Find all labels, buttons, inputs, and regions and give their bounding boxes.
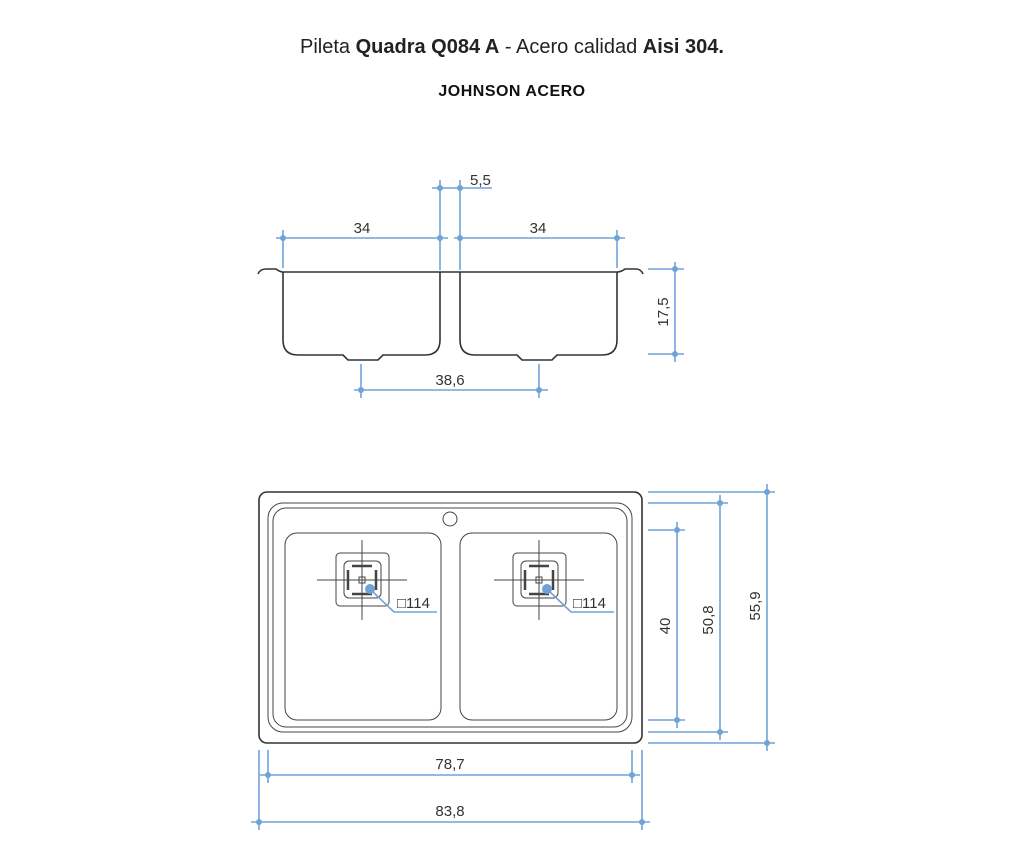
sink-rim-inner [272,507,628,728]
dim-divider-width: 5,5 [432,172,492,270]
right-drain [494,540,614,620]
title-prefix: Pileta [300,36,356,58]
dim-inner-length: 50,8 [648,495,728,740]
svg-text:50,8: 50,8 [700,605,717,634]
dim-right-bowl-width: 34 [454,220,625,268]
left-bowl-profile [282,272,441,361]
page-title: Pileta Quadra Q084 A - Acero calidad Ais… [0,36,1024,59]
dim-bowl-length: 40 [648,522,685,728]
dim-left-bowl-width: 34 [276,220,448,268]
svg-text:40: 40 [657,618,674,635]
top-view: □114 □114 40 50,8 [251,484,775,830]
sink-outer-edge [258,491,643,744]
left-drain [317,540,437,620]
dim-drain-spacing: 38,6 [354,364,548,398]
dim-inner-width: 78,7 [260,750,640,783]
svg-text:5,5: 5,5 [470,172,491,189]
title-model: Quadra Q084 A [355,36,500,58]
tap-hole [442,511,458,527]
title-material: Aisi 304. [642,36,724,58]
svg-text:34: 34 [354,220,371,237]
svg-text:83,8: 83,8 [435,803,464,820]
right-bowl [459,532,618,721]
left-drain-label: □114 [397,595,430,612]
svg-text:78,7: 78,7 [435,756,464,773]
dim-outer-length: 55,9 [648,484,775,751]
right-bowl-profile [459,272,618,361]
svg-text:17,5: 17,5 [655,297,672,326]
svg-text:55,9: 55,9 [747,591,764,620]
sink-rim-outer [267,502,633,733]
sink-rim-profile [257,268,644,275]
right-drain-label: □114 [573,595,606,612]
svg-text:34: 34 [530,220,547,237]
title-middle: - Acero calidad [499,36,643,58]
dim-outer-width: 83,8 [251,750,650,830]
dim-depth: 17,5 [648,262,684,362]
brand-name: JOHNSON ACERO [438,83,586,100]
svg-text:38,6: 38,6 [435,372,464,389]
side-view: 34 34 5,5 17,5 38,6 [257,172,684,398]
left-bowl [284,532,442,721]
